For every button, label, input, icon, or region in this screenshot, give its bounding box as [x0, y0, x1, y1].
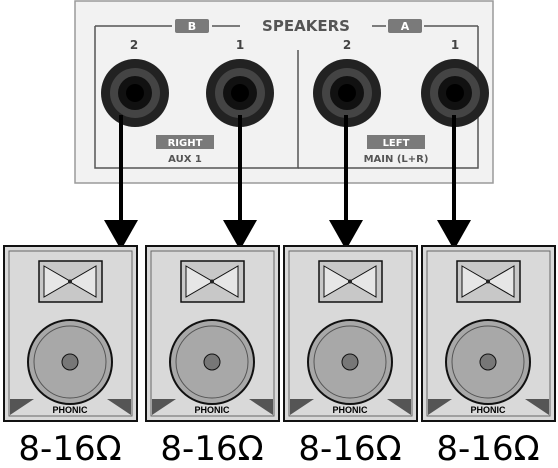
jack-number-a1: 1	[451, 38, 459, 52]
jack-a2[interactable]	[313, 59, 381, 127]
arrow-down-icon	[329, 220, 363, 250]
impedance-label-2: 8-16Ω	[160, 429, 263, 468]
speaker-4: PHONIC	[421, 245, 556, 422]
arrow-down-icon	[437, 220, 471, 250]
left-label: LEFT	[383, 138, 410, 149]
left-sublabel: MAIN (L+R)	[364, 154, 429, 165]
jack-number-b1: 1	[236, 38, 244, 52]
group-b-badge	[175, 19, 209, 33]
speaker-brand: PHONIC	[52, 405, 88, 415]
right-sublabel: AUX 1	[168, 154, 202, 165]
jack-a1[interactable]	[421, 59, 489, 127]
group-b-label: B	[188, 20, 196, 33]
speaker-3: PHONIC	[283, 245, 418, 422]
impedance-label-4: 8-16Ω	[436, 429, 539, 468]
speaker-brand: PHONIC	[194, 405, 230, 415]
jack-b2[interactable]	[101, 59, 169, 127]
speaker-output-panel: B SPEAKERS A 2 1 2 1	[74, 0, 494, 184]
impedance-label-1: 8-16Ω	[18, 429, 121, 468]
impedance-label-3: 8-16Ω	[298, 429, 401, 468]
left-badge	[367, 135, 425, 149]
speaker-brand: PHONIC	[470, 405, 506, 415]
speaker-1: PHONIC	[3, 245, 138, 422]
jack-b1[interactable]	[206, 59, 274, 127]
jack-number-a2: 2	[343, 38, 351, 52]
speaker-2: PHONIC	[145, 245, 280, 422]
right-label: RIGHT	[168, 138, 203, 149]
cables	[104, 115, 471, 250]
speaker-brand: PHONIC	[332, 405, 368, 415]
panel-title: SPEAKERS	[262, 17, 350, 35]
arrow-down-icon	[223, 220, 257, 250]
arrow-down-icon	[104, 220, 138, 250]
group-a-badge	[388, 19, 422, 33]
jack-number-b2: 2	[130, 38, 138, 52]
right-badge	[156, 135, 214, 149]
group-a-label: A	[401, 20, 410, 33]
